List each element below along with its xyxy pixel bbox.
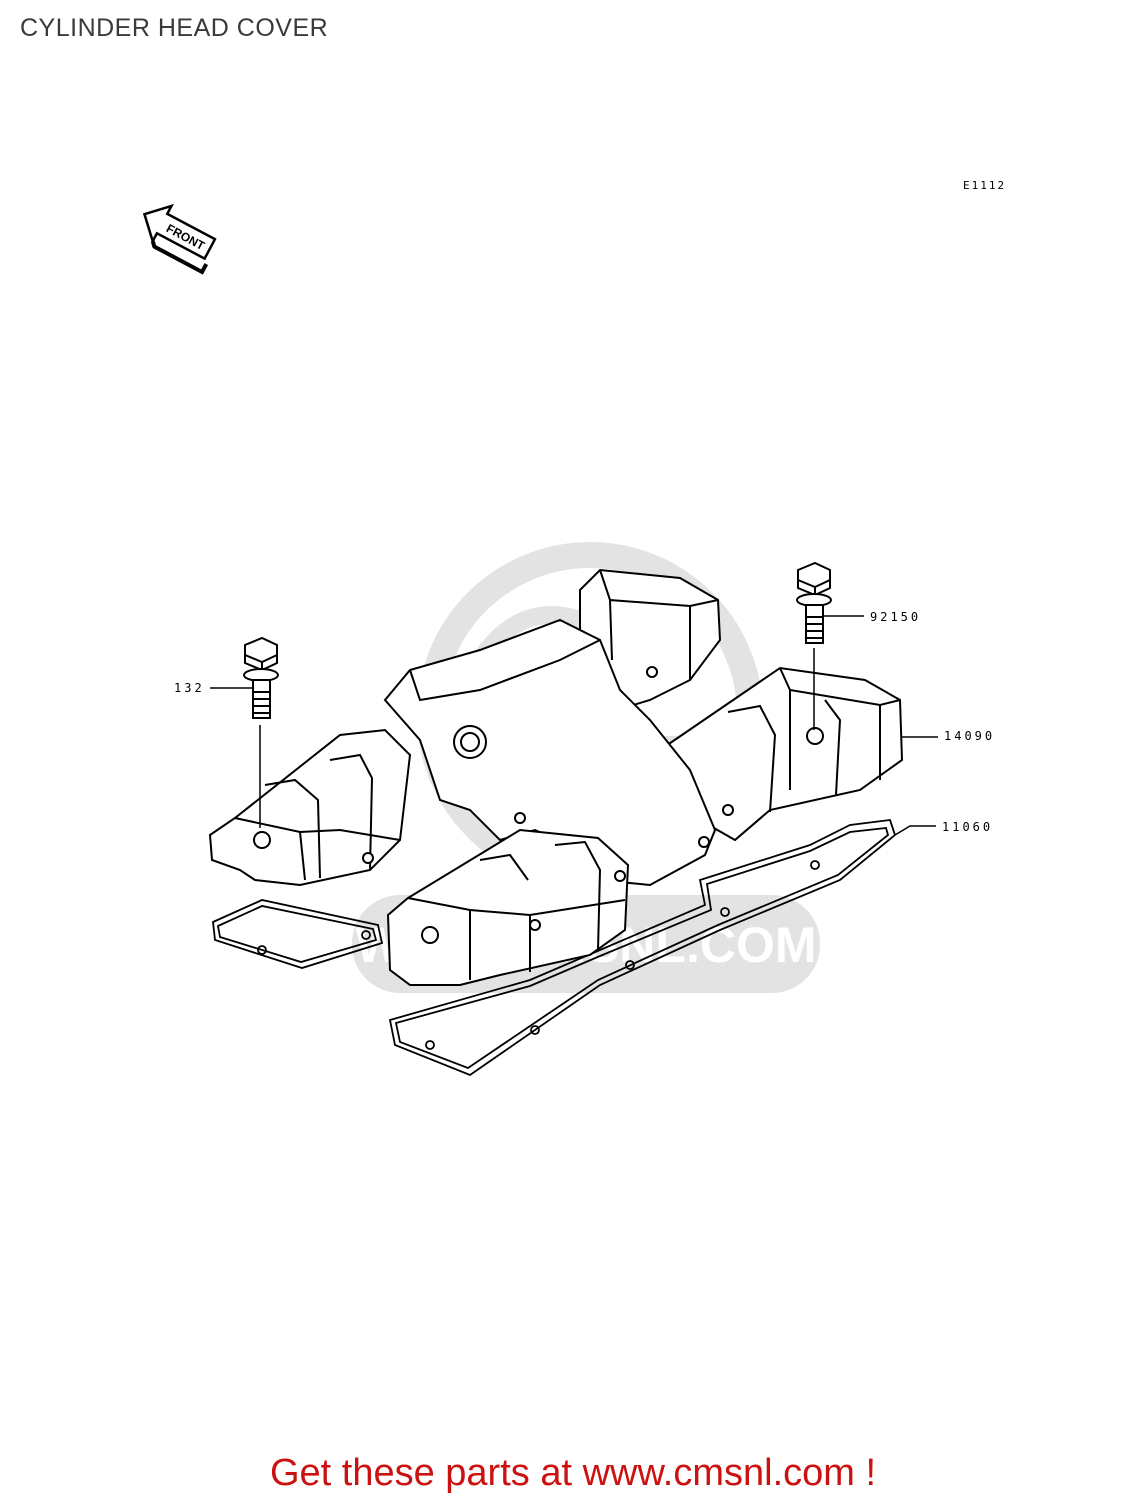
page-title: CYLINDER HEAD COVER [20, 14, 329, 42]
bolt-92150-part [796, 561, 864, 730]
promo-link[interactable]: Get these parts at www.cmsnl.com ! [269, 1452, 877, 1494]
part-callout-14090[interactable]: 14090 [944, 729, 996, 743]
bolt-132-part [210, 636, 279, 828]
diagram-code: E1112 [963, 179, 1007, 192]
front-arrow-icon: FRONT [142, 203, 217, 275]
cylinder-head-cover-part [208, 568, 904, 986]
part-callout-11060[interactable]: 11060 [942, 820, 994, 834]
part-callout-132[interactable]: 132 [174, 681, 205, 695]
part-callout-92150[interactable]: 92150 [870, 610, 922, 624]
leader-lines [894, 736, 938, 836]
gasket-part [212, 819, 897, 1077]
